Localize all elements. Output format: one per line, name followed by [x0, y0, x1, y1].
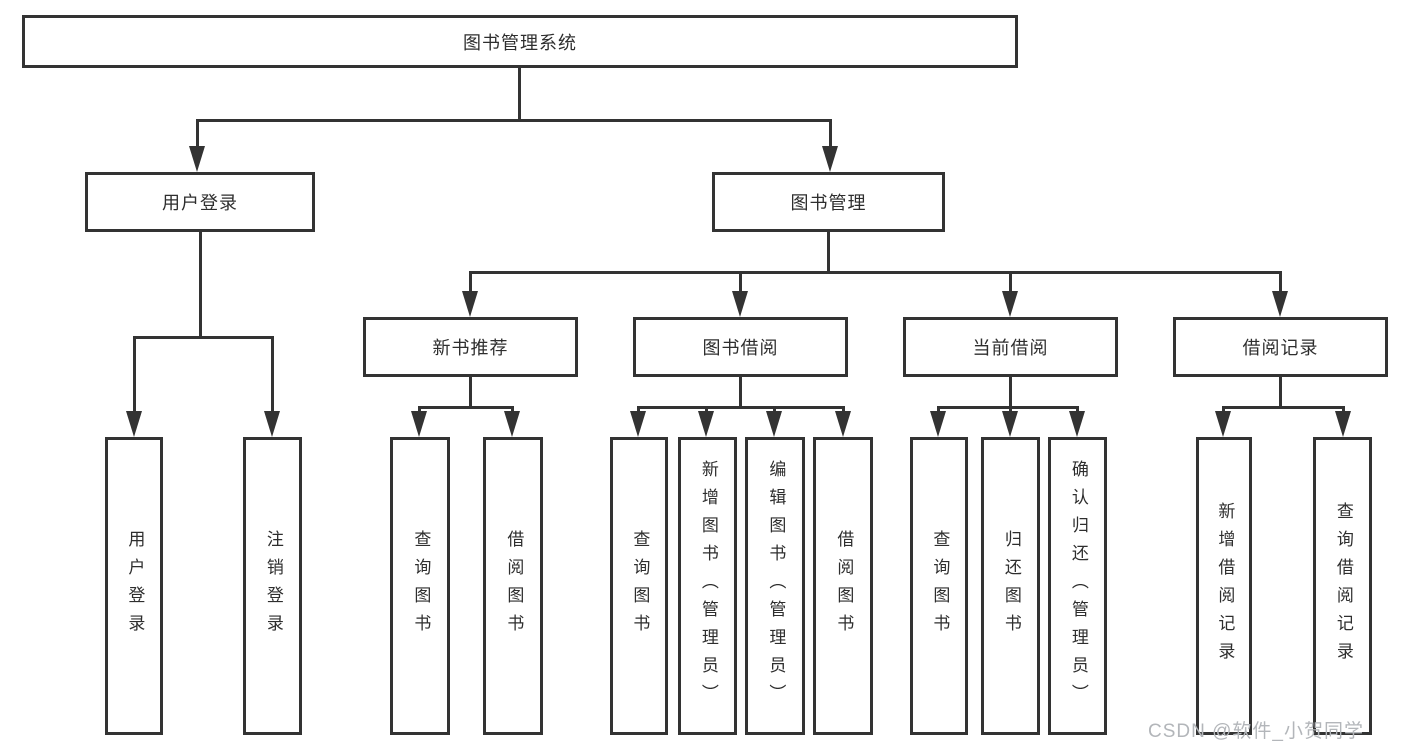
connector-current-borrow-stem — [1009, 377, 1012, 409]
node-current-borrow-label: 当前借阅 — [972, 338, 1049, 358]
leaf-confirm-return-admin-label: 确认归还（管理员） — [1068, 460, 1088, 712]
connector-book-management-bus — [469, 271, 1282, 274]
node-borrow-records: 借阅记录 — [1173, 317, 1388, 377]
arrow-borrow-books-2 — [835, 411, 851, 437]
connector-new-book-stem — [469, 377, 472, 409]
connector-drop-leaf-login — [133, 336, 136, 413]
leaf-edit-books-admin-label: 编辑图书（管理员） — [766, 460, 786, 712]
connector-drop — [1342, 406, 1345, 414]
connector-drop-book-management — [829, 119, 832, 148]
connector-drop-book-borrow — [739, 271, 742, 293]
arrow-book-management — [822, 146, 838, 172]
connector-drop — [705, 406, 708, 414]
connector-drop — [418, 406, 421, 414]
connector-drop — [842, 406, 845, 414]
leaf-logout-label: 注销登录 — [263, 530, 283, 642]
connector-user-login-stem — [199, 232, 202, 339]
connector-drop-current-borrow — [1009, 271, 1012, 293]
connector-drop — [937, 406, 940, 414]
arrow-return-books — [1002, 411, 1018, 437]
connector-borrow-records-bus — [1222, 406, 1345, 409]
connector-book-management-stem — [827, 232, 830, 274]
arrow-borrow-records — [1272, 291, 1288, 317]
connector-drop — [637, 406, 640, 414]
leaf-confirm-return-admin: 确认归还（管理员） — [1048, 437, 1107, 735]
leaf-edit-books-admin: 编辑图书（管理员） — [745, 437, 805, 735]
connector-new-book-bus — [418, 406, 514, 409]
connector-borrow-records-stem — [1279, 377, 1282, 409]
arrow-query-books-1 — [411, 411, 427, 437]
arrow-leaf-logout — [264, 411, 280, 437]
node-user-login-label: 用户登录 — [162, 193, 238, 213]
connector-current-borrow-bus — [937, 406, 1079, 409]
connector-book-borrow-stem — [739, 377, 742, 409]
arrow-leaf-login — [126, 411, 142, 437]
leaf-return-books: 归还图书 — [981, 437, 1040, 735]
connector-root-bus — [196, 119, 832, 122]
arrow-user-login — [189, 146, 205, 172]
node-new-book-recommend: 新书推荐 — [363, 317, 578, 377]
connector-drop — [1076, 406, 1079, 414]
node-book-management: 图书管理 — [712, 172, 945, 232]
leaf-query-borrow-record: 查询借阅记录 — [1313, 437, 1372, 735]
node-user-login: 用户登录 — [85, 172, 315, 232]
connector-drop — [511, 406, 514, 414]
node-new-book-recommend-label: 新书推荐 — [432, 338, 509, 358]
arrow-borrow-books-1 — [504, 411, 520, 437]
node-root: 图书管理系统 — [22, 15, 1018, 68]
leaf-query-books-borrow-label: 查询图书 — [630, 530, 650, 642]
node-book-borrow-label: 图书借阅 — [702, 338, 779, 358]
leaf-logout: 注销登录 — [243, 437, 302, 735]
node-root-label: 图书管理系统 — [463, 32, 577, 53]
arrow-new-book — [462, 291, 478, 317]
connector-book-borrow-bus — [637, 406, 845, 409]
arrow-add-borrow-record — [1215, 411, 1231, 437]
leaf-borrow-books: 借阅图书 — [813, 437, 873, 735]
leaf-user-login-label: 用户登录 — [125, 530, 145, 642]
connector-drop — [1222, 406, 1225, 414]
connector-drop-leaf-logout — [271, 336, 274, 413]
csdn-watermark: CSDN @软件_小贺同学 — [1148, 721, 1364, 742]
leaf-borrow-books-label: 借阅图书 — [834, 530, 854, 642]
connector-drop-new-book — [469, 271, 472, 293]
leaf-query-borrow-record-label: 查询借阅记录 — [1333, 502, 1353, 670]
node-book-borrow: 图书借阅 — [633, 317, 848, 377]
arrow-add-books — [698, 411, 714, 437]
arrow-confirm-return — [1069, 411, 1085, 437]
leaf-add-books-admin: 新增图书（管理员） — [678, 437, 737, 735]
connector-drop — [773, 406, 776, 414]
connector-root-stem — [518, 68, 521, 122]
leaf-query-books-recommend-label: 查询图书 — [411, 530, 431, 642]
arrow-book-borrow — [732, 291, 748, 317]
connector-drop-borrow-records — [1279, 271, 1282, 293]
leaf-query-books-recommend: 查询图书 — [390, 437, 450, 735]
leaf-query-books-current: 查询图书 — [910, 437, 968, 735]
leaf-borrow-books-recommend-label: 借阅图书 — [504, 530, 524, 642]
connector-drop-user-login — [196, 119, 199, 148]
leaf-return-books-label: 归还图书 — [1001, 530, 1021, 642]
leaf-add-borrow-record: 新增借阅记录 — [1196, 437, 1252, 735]
leaf-borrow-books-recommend: 借阅图书 — [483, 437, 543, 735]
leaf-add-borrow-record-label: 新增借阅记录 — [1215, 502, 1235, 670]
arrow-query-books-3 — [930, 411, 946, 437]
arrow-edit-books — [766, 411, 782, 437]
leaf-add-books-admin-label: 新增图书（管理员） — [698, 460, 718, 712]
connector-user-login-bus — [133, 336, 274, 339]
connector-drop — [1009, 406, 1012, 414]
arrow-query-borrow-record — [1335, 411, 1351, 437]
leaf-query-books-current-label: 查询图书 — [930, 530, 950, 642]
leaf-user-login: 用户登录 — [105, 437, 163, 735]
arrow-current-borrow — [1002, 291, 1018, 317]
node-borrow-records-label: 借阅记录 — [1242, 338, 1319, 358]
leaf-query-books-borrow: 查询图书 — [610, 437, 668, 735]
arrow-query-books-2 — [630, 411, 646, 437]
node-current-borrow: 当前借阅 — [903, 317, 1118, 377]
node-book-management-label: 图书管理 — [790, 193, 867, 213]
